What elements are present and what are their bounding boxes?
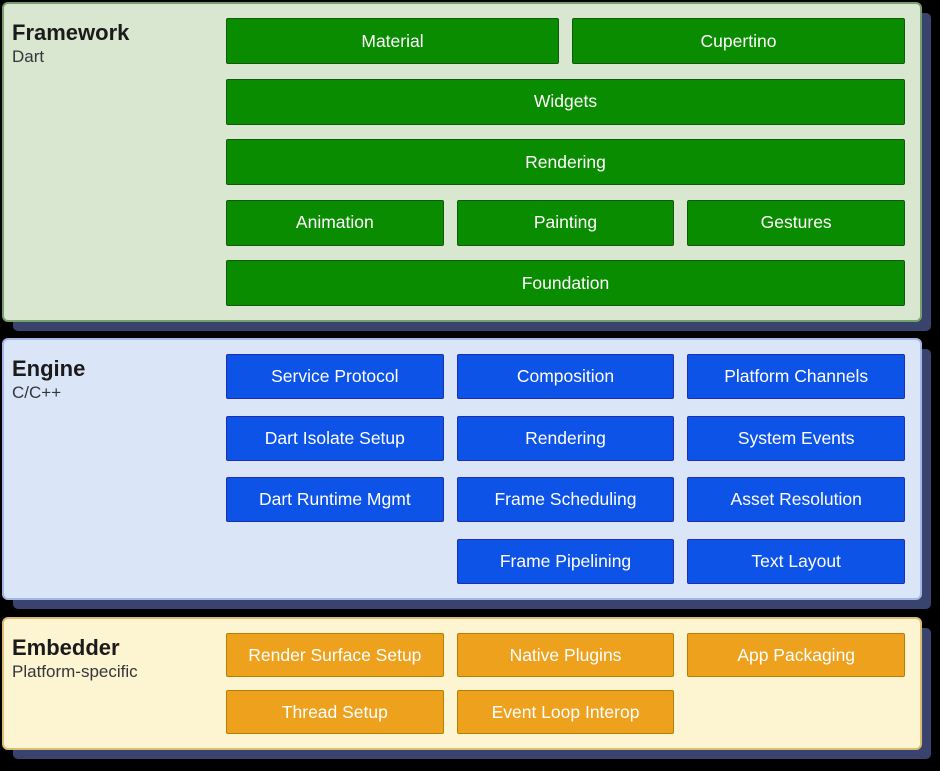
framework-language: Dart bbox=[12, 47, 45, 67]
box-rendering-engine: Rendering bbox=[456, 415, 675, 461]
box-animation: Animation bbox=[226, 199, 444, 246]
box-dart-isolate-setup: Dart Isolate Setup bbox=[226, 415, 444, 461]
box-cupertino: Cupertino bbox=[572, 18, 905, 64]
framework-row-5: Foundation bbox=[226, 260, 905, 306]
box-material: Material bbox=[226, 18, 559, 64]
framework-box-grid: Material Cupertino Widgets Rendering Ani… bbox=[226, 18, 906, 306]
framework-row-4: Animation Painting Gestures bbox=[226, 199, 906, 246]
engine-row-3: Dart Runtime Mgmt Frame Scheduling Asset… bbox=[226, 477, 906, 523]
embedder-language: Platform-specific bbox=[12, 662, 138, 682]
framework-layer-panel: Framework Dart Material Cupertino Widget… bbox=[2, 2, 922, 322]
box-dart-runtime-mgmt: Dart Runtime Mgmt bbox=[226, 477, 444, 523]
box-asset-resolution: Asset Resolution bbox=[687, 477, 906, 523]
box-widgets: Widgets bbox=[226, 78, 905, 125]
box-system-events: System Events bbox=[687, 415, 906, 461]
engine-layer-panel: Engine C/C++ Service Protocol Compositio… bbox=[2, 338, 922, 600]
engine-box-grid: Service Protocol Composition Platform Ch… bbox=[226, 354, 906, 584]
box-app-packaging: App Packaging bbox=[687, 633, 906, 677]
embedder-layer-label: Embedder Platform-specific bbox=[12, 633, 226, 734]
box-rendering-framework: Rendering bbox=[226, 139, 905, 185]
box-thread-setup: Thread Setup bbox=[226, 690, 444, 734]
engine-layer-label: Engine C/C++ bbox=[12, 354, 226, 584]
embedder-box-grid: Render Surface Setup Native Plugins App … bbox=[226, 633, 906, 734]
framework-title: Framework bbox=[12, 20, 130, 45]
embedder-title: Embedder bbox=[12, 635, 120, 660]
box-foundation: Foundation bbox=[226, 260, 905, 306]
box-gestures: Gestures bbox=[687, 199, 906, 246]
embedder-row-1: Render Surface Setup Native Plugins App … bbox=[226, 633, 906, 677]
framework-row-3: Rendering bbox=[226, 139, 905, 185]
framework-row-2: Widgets bbox=[226, 78, 905, 125]
box-frame-scheduling: Frame Scheduling bbox=[456, 477, 675, 523]
engine-row-1: Service Protocol Composition Platform Ch… bbox=[226, 354, 906, 399]
box-event-loop-interop: Event Loop Interop bbox=[456, 690, 675, 734]
box-frame-pipelining: Frame Pipelining bbox=[456, 538, 675, 584]
framework-layer-label: Framework Dart bbox=[12, 18, 226, 306]
box-native-plugins: Native Plugins bbox=[456, 633, 675, 677]
embedder-layer-panel: Embedder Platform-specific Render Surfac… bbox=[2, 617, 922, 750]
engine-row-4: Frame Pipelining Text Layout bbox=[226, 538, 906, 584]
box-render-surface-setup: Render Surface Setup bbox=[226, 633, 444, 677]
box-composition: Composition bbox=[456, 354, 675, 399]
box-platform-channels: Platform Channels bbox=[687, 354, 906, 399]
box-painting: Painting bbox=[456, 199, 675, 246]
engine-row-2: Dart Isolate Setup Rendering System Even… bbox=[226, 415, 906, 461]
framework-row-1: Material Cupertino bbox=[226, 18, 905, 64]
engine-title: Engine bbox=[12, 356, 86, 381]
engine-language: C/C++ bbox=[12, 383, 62, 403]
embedder-row-2: Thread Setup Event Loop Interop bbox=[226, 690, 905, 734]
box-service-protocol: Service Protocol bbox=[226, 354, 444, 399]
box-text-layout: Text Layout bbox=[687, 538, 906, 584]
